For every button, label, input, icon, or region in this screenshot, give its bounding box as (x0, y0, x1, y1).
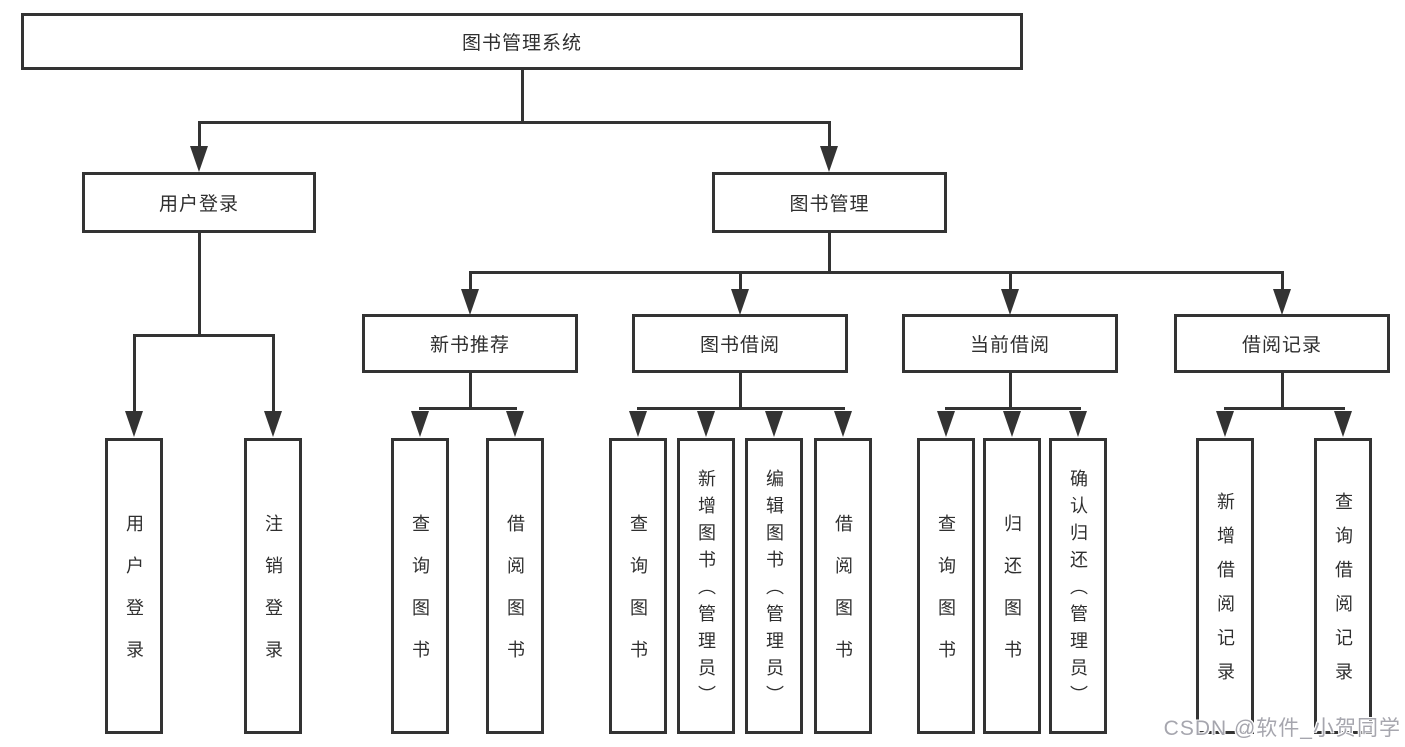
connector-root-down (521, 68, 524, 123)
leaf-recommend-borrow-book: 借阅图书 (486, 438, 544, 734)
leaf-label: 确认归还（管理员） (1068, 469, 1088, 712)
node-book-borrow: 图书借阅 (632, 314, 848, 373)
arrowhead-leaf (506, 411, 524, 437)
connector-level2-bus (198, 121, 830, 124)
csdn-watermark: CSDN @软件_小贺同学 (1163, 717, 1401, 740)
arrowhead-leaf (1334, 411, 1352, 437)
connector-splitter (1224, 407, 1345, 410)
leaf-label: 查询借阅记录 (1333, 492, 1353, 696)
leaf-record-add-record: 新增借阅记录 (1196, 438, 1254, 734)
connector-leaf-stub (272, 334, 275, 413)
leaf-current-return-book: 归还图书 (983, 438, 1041, 734)
arrowhead-leaf (411, 411, 429, 437)
leaf-label: 新增借阅记录 (1215, 492, 1235, 696)
leaf-recommend-query-book: 查询图书 (391, 438, 449, 734)
node-label: 图书借阅 (699, 335, 780, 356)
arrowhead-leaf (765, 411, 783, 437)
node-root-label: 图书管理系统 (461, 33, 582, 54)
leaf-label: 注销登录 (263, 514, 283, 682)
node-label: 图书管理 (789, 194, 870, 215)
arrowhead-leaf (834, 411, 852, 437)
connector-user-login-down (198, 233, 201, 336)
node-current-borrow: 当前借阅 (902, 314, 1118, 373)
arrowhead-l3 (731, 289, 749, 315)
leaf-label: 新增图书（管理员） (696, 469, 716, 712)
leaf-user-login: 用户登录 (105, 438, 163, 734)
arrowhead-leaf (937, 411, 955, 437)
connector-l3-stub (1009, 271, 1012, 292)
leaf-borrow-edit-book-admin: 编辑图书（管理员） (745, 438, 803, 734)
node-book-management: 图书管理 (712, 172, 947, 233)
connector-level3-bus (469, 271, 1283, 274)
connector-splitter (945, 407, 1081, 410)
connector-book-mgmt-down (828, 233, 831, 274)
connector-l3-down (739, 373, 742, 410)
leaf-record-query-record: 查询借阅记录 (1314, 438, 1372, 734)
connector-l3-down (1009, 373, 1012, 410)
node-new-book-recommend: 新书推荐 (362, 314, 578, 373)
node-label: 当前借阅 (969, 335, 1050, 356)
leaf-label: 查询图书 (936, 514, 956, 682)
connector-l3-stub (739, 271, 742, 292)
leaf-borrow-query-book: 查询图书 (609, 438, 667, 734)
arrowhead-l3 (1273, 289, 1291, 315)
leaf-borrow-borrow-book: 借阅图书 (814, 438, 872, 734)
arrowhead-book-mgmt (820, 146, 838, 172)
connector-l3-stub (1281, 271, 1284, 292)
arrowhead-l3 (1001, 289, 1019, 315)
connector-user-login-splitter (133, 334, 275, 337)
connector-l3-down (1281, 373, 1284, 410)
arrowhead-leaf (1216, 411, 1234, 437)
connector-splitter (419, 407, 517, 410)
node-borrow-record: 借阅记录 (1174, 314, 1390, 373)
node-label: 用户登录 (158, 194, 239, 215)
node-root: 图书管理系统 (21, 13, 1023, 70)
arrowhead-leaf (697, 411, 715, 437)
arrowhead-leaf (1069, 411, 1087, 437)
leaf-logout: 注销登录 (244, 438, 302, 734)
arrowhead-leaf (125, 411, 143, 437)
leaf-label: 归还图书 (1002, 514, 1022, 682)
connector-leaf-stub (133, 334, 136, 413)
leaf-current-confirm-return-admin: 确认归还（管理员） (1049, 438, 1107, 734)
leaf-label: 查询图书 (628, 514, 648, 682)
leaf-borrow-add-book-admin: 新增图书（管理员） (677, 438, 735, 734)
leaf-label: 查询图书 (410, 514, 430, 682)
leaf-label: 借阅图书 (833, 514, 853, 682)
node-user-login: 用户登录 (82, 172, 316, 233)
leaf-current-query-book: 查询图书 (917, 438, 975, 734)
arrowhead-leaf (1003, 411, 1021, 437)
arrowhead-l3 (461, 289, 479, 315)
node-label: 新书推荐 (429, 335, 510, 356)
connector-user-login-stub (198, 121, 201, 148)
leaf-label: 用户登录 (124, 514, 144, 682)
arrowhead-leaf (264, 411, 282, 437)
connector-book-mgmt-stub (828, 121, 831, 148)
connector-l3-stub (469, 271, 472, 292)
arrowhead-leaf (629, 411, 647, 437)
arrowhead-user-login (190, 146, 208, 172)
connector-splitter (637, 407, 845, 410)
connector-l3-down (469, 373, 472, 410)
node-label: 借阅记录 (1241, 335, 1322, 356)
leaf-label: 编辑图书（管理员） (764, 469, 784, 712)
leaf-label: 借阅图书 (505, 514, 525, 682)
